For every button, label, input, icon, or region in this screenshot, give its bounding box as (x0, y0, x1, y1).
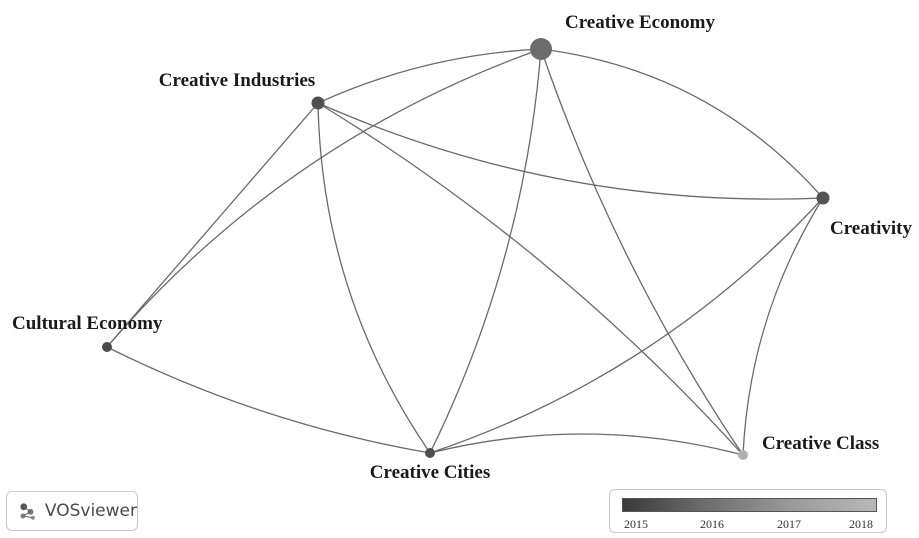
node-layer (102, 38, 830, 460)
edge-creative-cities-creative-class (429, 433, 744, 456)
app-name: VOSviewer (44, 501, 137, 521)
edge-creative-industries-creative-class (317, 102, 744, 456)
edge-creative-industries-creativity (317, 102, 824, 200)
year-legend: 2015 2016 2017 2018 (609, 489, 887, 533)
label-creativity[interactable]: Creativity (830, 218, 912, 239)
edge-creative-industries-creative-cities (317, 102, 431, 454)
legend-tick: 2016 (700, 517, 724, 531)
edge-creative-industries-cultural-economy (106, 102, 319, 348)
label-creative-cities[interactable]: Creative Cities (370, 462, 490, 483)
label-creative-industries[interactable]: Creative Industries (159, 70, 315, 91)
legend-tick: 2018 (849, 517, 873, 531)
edge-creative-economy-cultural-economy (106, 48, 542, 348)
edge-creative-industries-creative-economy (317, 48, 542, 104)
edge-creative-economy-creative-cities (429, 48, 542, 454)
vosviewer-logo-icon (20, 503, 36, 520)
label-creative-economy[interactable]: Creative Economy (565, 12, 716, 33)
edge-cultural-economy-creative-cities (106, 346, 431, 454)
legend-ticks: 2015 2016 2017 2018 (610, 517, 888, 533)
legend-tick: 2015 (624, 517, 648, 531)
edge-creativity-creative-cities (429, 197, 824, 454)
node-cultural-economy[interactable] (102, 342, 112, 352)
color-scale-bar (622, 498, 877, 512)
edge-creative-economy-creative-class (540, 48, 744, 456)
label-creative-class[interactable]: Creative Class (762, 433, 879, 454)
node-creative-cities[interactable] (425, 448, 435, 458)
node-creative-economy[interactable] (530, 38, 552, 60)
edge-creativity-creative-class (742, 197, 824, 456)
node-creativity[interactable] (816, 191, 830, 205)
label-cultural-economy[interactable]: Cultural Economy (12, 313, 163, 334)
node-creative-industries[interactable] (311, 96, 325, 110)
edge-layer (106, 48, 824, 456)
legend-tick: 2017 (777, 517, 801, 531)
edge-creative-economy-creativity (540, 48, 824, 199)
node-creative-class[interactable] (738, 450, 748, 460)
vosviewer-badge[interactable]: VOSviewer (6, 491, 138, 531)
